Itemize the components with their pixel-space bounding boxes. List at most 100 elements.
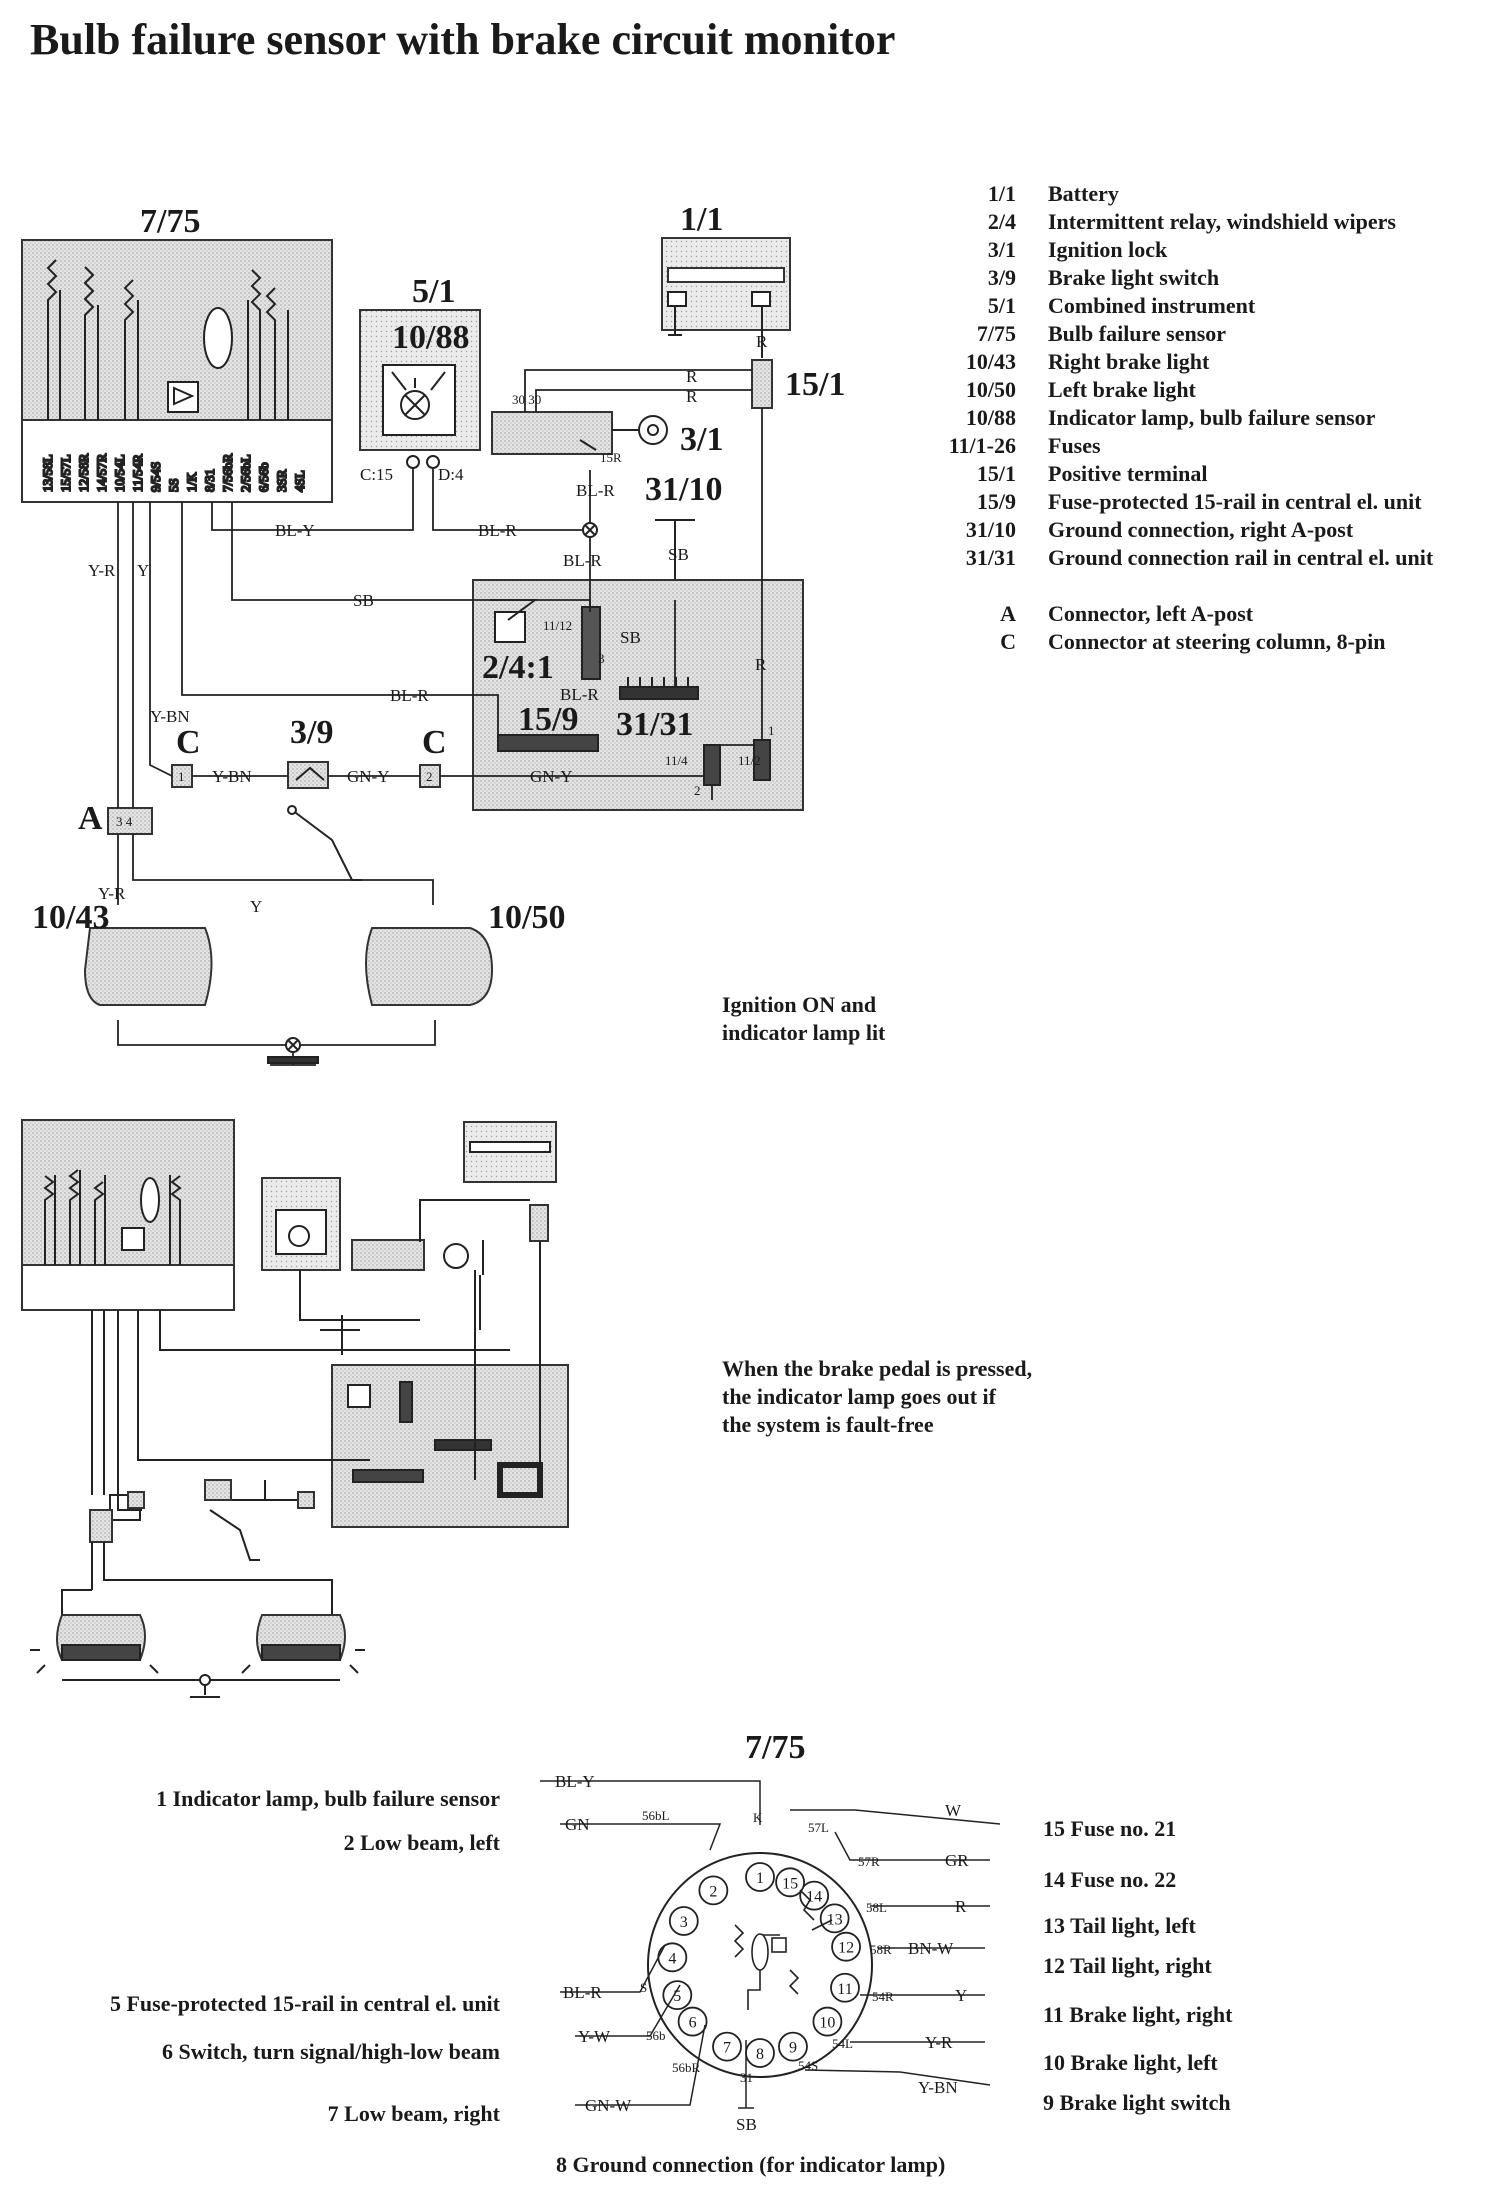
sensor-pin-label: 11/54R (130, 454, 145, 492)
connector-pin (712, 2031, 742, 2062)
svg-text:3: 3 (598, 651, 605, 666)
connector-pin-number: 3 (680, 1914, 688, 1931)
legend-desc: Fuse-protected 15-rail in central el. un… (1048, 489, 1422, 514)
svg-text:1/1: 1/1 (680, 201, 723, 238)
connector-pin-number: 1 (756, 1870, 764, 1887)
sensor-pin-label: 12/58R (76, 453, 91, 492)
svg-text:11/2: 11/2 (738, 753, 761, 768)
legend-code: 10/50 (966, 377, 1016, 402)
connector-left-item: 7 Low beam, right (328, 2101, 501, 2126)
connector-left-item: 5 Fuse-protected 15-rail in central el. … (110, 1991, 501, 2016)
svg-text:10/88: 10/88 (392, 319, 469, 356)
connector-pin-number: 7 (723, 2040, 731, 2057)
connector-label: Y-R (925, 2033, 953, 2052)
connector-pin (812, 2006, 843, 2037)
sensor-pin-label: 10/54L (112, 454, 127, 492)
svg-text:When the brake pedal is presse: When the brake pedal is pressed, (722, 1356, 1032, 1381)
sensor-pin-label: 1/K (184, 472, 199, 492)
connector-label: 56bL (642, 1808, 670, 1823)
svg-text:Y: Y (250, 897, 262, 916)
connector-label: 57R (858, 1854, 880, 1869)
sensor-pin-label: 15/57L (58, 454, 73, 492)
svg-text:C: C (422, 724, 447, 761)
sensor-bulb (203, 307, 233, 369)
svg-text:BL-R: BL-R (576, 481, 615, 500)
connector-right-item: 15 Fuse no. 21 (1043, 1816, 1176, 1841)
legend-code: 7/75 (977, 321, 1016, 346)
svg-text:31/31: 31/31 (616, 706, 693, 743)
connector-pin-number: 14 (806, 1889, 822, 1906)
connector-label: BN-W (908, 1939, 954, 1958)
svg-text:SB: SB (353, 591, 374, 610)
svg-text:C: C (176, 724, 201, 761)
svg-text:R: R (755, 655, 767, 674)
connector-label: 54L (832, 2036, 853, 2051)
right-brake-light (83, 927, 213, 1006)
connector-label: GN (565, 1815, 590, 1834)
sensor-pin-label: 14/57R (94, 453, 109, 492)
connector-left-item: 2 Low beam, left (344, 1830, 501, 1855)
legend-desc: Connector, left A-post (1048, 601, 1254, 626)
svg-text:Y-BN: Y-BN (150, 707, 190, 726)
connector-right-item: 9 Brake light switch (1043, 2090, 1231, 2115)
rail-31-31 (619, 686, 699, 700)
sensor-pin-label: 3SR (274, 469, 289, 492)
connector-label: 58R (870, 1942, 892, 1957)
svg-text:GN-Y: GN-Y (530, 767, 573, 786)
legend-code: 31/31 (966, 545, 1016, 570)
legend-code: 1/1 (988, 181, 1016, 206)
svg-text:GN-Y: GN-Y (347, 767, 390, 786)
sensor-pin-label: 5S (166, 478, 181, 492)
connector-left-item: 1 Indicator lamp, bulb failure sensor (156, 1786, 500, 1811)
connector-label: 56bR (672, 2060, 701, 2075)
svg-text:2: 2 (694, 783, 701, 798)
connector-pin (745, 1862, 775, 1892)
legend-code: 15/1 (977, 461, 1016, 486)
connector-right-item: 11 Brake light, right (1043, 2002, 1233, 2027)
legend-desc: Intermittent relay, windshield wipers (1048, 209, 1396, 234)
legend-code: 10/88 (966, 405, 1016, 430)
svg-text:BL-R: BL-R (563, 551, 602, 570)
svg-text:Y-R: Y-R (88, 561, 116, 580)
connector-label: SB (736, 2115, 757, 2134)
legend-desc: Ignition lock (1048, 237, 1168, 262)
connector-pin-number: 2 (709, 1883, 717, 1900)
svg-text:3/9: 3/9 (290, 714, 333, 751)
connector-pin (698, 1875, 729, 1906)
connector-label: 54S (798, 2058, 818, 2073)
svg-text:the indicator lamp goes out if: the indicator lamp goes out if (722, 1384, 997, 1409)
connector-label: GR (945, 1851, 969, 1870)
connector-pin-number: 6 (689, 2015, 697, 2032)
legend-code: C (1000, 629, 1016, 654)
connector-label: 54R (872, 1989, 894, 2004)
sensor-pin-label: 2/56bL (238, 454, 253, 492)
svg-text:Ignition ON and: Ignition ON and (722, 992, 876, 1017)
svg-text:BL-R: BL-R (560, 685, 599, 704)
connector-a (107, 807, 153, 835)
sensor-pin-label: 6/56b (256, 462, 271, 492)
battery-box (661, 237, 791, 331)
left-brake-light (365, 927, 494, 1006)
svg-text:R: R (756, 332, 768, 351)
svg-text:A: A (78, 800, 103, 837)
connector-label: 56b (646, 2028, 666, 2043)
legend-code: 3/1 (988, 237, 1016, 262)
svg-text:2/4:1: 2/4:1 (482, 649, 554, 686)
legend-desc: Left brake light (1048, 377, 1197, 402)
legend-desc: Ground connection rail in central el. un… (1048, 545, 1434, 570)
connector-pin-number: 10 (819, 2015, 835, 2032)
connector-pin-number: 11 (837, 1981, 852, 1998)
connector-label: GN-W (585, 2096, 632, 2115)
connector-label: BL-Y (555, 1772, 595, 1791)
connector-pin (775, 1867, 805, 1898)
svg-text:15/1: 15/1 (785, 366, 845, 403)
connector-right-item: 13 Tail light, left (1043, 1913, 1196, 1938)
legend-code: 2/4 (988, 209, 1016, 234)
wires (117, 369, 763, 1066)
legend-desc: Brake light switch (1048, 265, 1219, 290)
connector-bottom-item: 8 Ground connection (for indicator lamp) (556, 2152, 945, 2177)
connector-leads (540, 1780, 1001, 2109)
